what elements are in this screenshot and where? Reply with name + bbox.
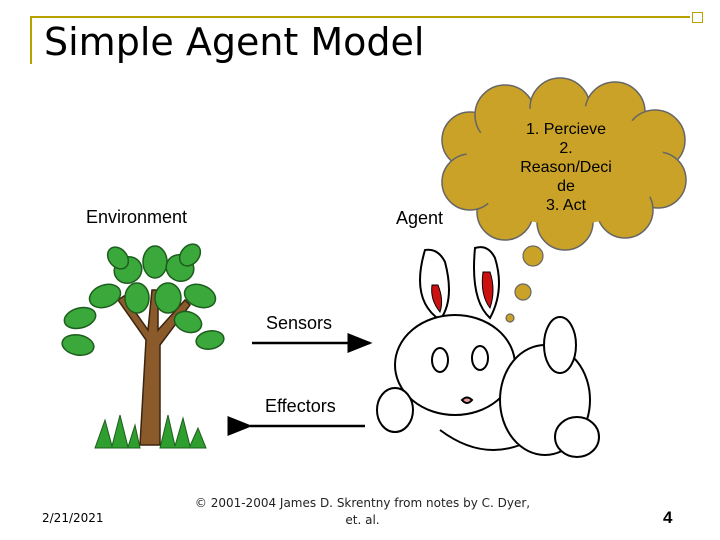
thought-line: 1. Percieve bbox=[525, 121, 607, 138]
thought-line: de bbox=[557, 178, 575, 195]
frame-left-rule bbox=[30, 16, 32, 64]
frame-top-rule bbox=[30, 16, 690, 18]
footer-date: 2/21/2021 bbox=[42, 511, 104, 525]
slide-title: Simple Agent Model bbox=[44, 20, 425, 64]
rabbit-agent-illustration bbox=[376, 246, 600, 458]
page-number: 4 bbox=[663, 508, 673, 527]
tree-illustration bbox=[61, 243, 225, 449]
agent-label: Agent bbox=[396, 208, 444, 228]
thought-line: 3. Act bbox=[545, 197, 587, 214]
thought-line: 2. bbox=[559, 140, 573, 157]
footer-copyright: © 2001-2004 James D. Skrentny from notes… bbox=[194, 496, 531, 527]
effectors-label: Effectors bbox=[265, 396, 336, 416]
environment-label: Environment bbox=[86, 207, 188, 227]
thought-line: Reason/Deci bbox=[520, 159, 612, 176]
thought-cloud bbox=[441, 77, 687, 251]
frame-corner-square bbox=[692, 12, 703, 23]
thought-bubble-text: 1. Percieve 2. Reason/Deci de 3. Act bbox=[496, 120, 636, 215]
sensors-label: Sensors bbox=[266, 313, 333, 333]
thought-bubbles bbox=[505, 245, 544, 323]
